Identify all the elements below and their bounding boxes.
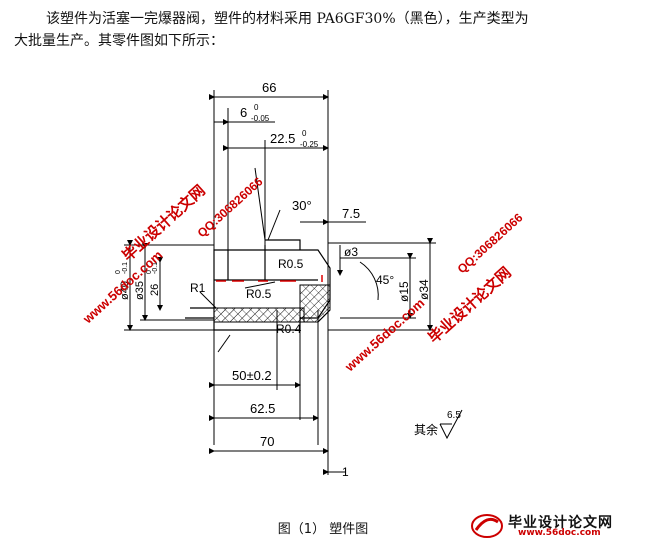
brand-logo: 毕业设计论文网 www.56doc.com xyxy=(470,510,640,542)
dim-50: 50±0.2 xyxy=(232,368,272,383)
diameter-dims-right xyxy=(328,238,436,331)
dim-45-deg: 45° xyxy=(376,273,394,287)
dim-phi26-tol-low: -0.1 xyxy=(152,262,159,274)
dim-6-tol-low: -0.05 xyxy=(251,114,270,123)
figure-caption: 图（1） 塑件图 xyxy=(277,522,369,537)
section-hatch xyxy=(213,284,331,323)
intro-line-2: 大批量生产。其零件图如下所示： xyxy=(14,33,224,49)
brand-emblem-icon xyxy=(471,514,503,538)
dim-7-5: 7.5 xyxy=(342,206,360,221)
intro-line-1: 该塑件为活塞一完爆器阀，塑件的材料采用 PA6GF30%（黑色），生产类型为 xyxy=(46,11,529,27)
dim-r0-4: R0.4 xyxy=(276,322,302,336)
dim-phi26-tol-up: 0 xyxy=(146,270,153,274)
dim-phi40-tol-low: -0.1 xyxy=(122,262,129,274)
surface-value: 6.5 xyxy=(447,410,461,421)
diameter-dims-left xyxy=(124,240,214,331)
dim-phi26: 26 xyxy=(149,284,161,296)
roughness-symbol-icon xyxy=(439,409,463,440)
watermark-qq-1: QQ:306826066 xyxy=(195,174,266,240)
dim-62-5: 62.5 xyxy=(250,401,275,416)
dim-70: 70 xyxy=(260,434,274,449)
dim-1: 1 xyxy=(342,465,349,479)
dim-6-tol-up: 0 xyxy=(254,103,259,112)
watermark-site-name-1: 毕业设计论文网 xyxy=(119,181,209,265)
dimension-lines xyxy=(209,94,366,475)
leader-lines xyxy=(199,167,281,353)
dim-phi34: ø34 xyxy=(417,279,431,300)
dim-22-5: 22.5 xyxy=(270,131,295,146)
dim-phi15: ø15 xyxy=(397,281,411,302)
dim-30-deg: 30° xyxy=(292,198,312,213)
dim-phi35: ø35 xyxy=(134,281,146,300)
brand-url: www.56doc.com xyxy=(518,528,601,538)
dim-phi3: ø3 xyxy=(344,245,358,259)
watermark-url-2: www.56doc.com xyxy=(341,295,427,375)
brand-title: 毕业设计论文网 xyxy=(508,515,613,531)
dim-r0-5-mid: R0.5 xyxy=(246,287,272,301)
dim-r0-5-top: R0.5 xyxy=(278,257,304,271)
dim-22-5-tol-up: 0 xyxy=(302,129,307,138)
watermark-qq-2: QQ:306826066 xyxy=(455,210,526,276)
dim-phi40: ø40 xyxy=(119,281,131,300)
dim-r1: R1 xyxy=(190,281,206,295)
dim-66: 66 xyxy=(262,80,276,95)
dim-6: 6 xyxy=(240,105,247,120)
red-marks xyxy=(216,275,323,282)
surface-label: 其余 xyxy=(414,422,438,437)
watermark-site-name-2: 毕业设计论文网 xyxy=(425,263,515,347)
dim-phi40-tol-up: 0 xyxy=(115,270,122,274)
dim-22-5-tol-low: -0.25 xyxy=(300,140,319,149)
intro-paragraph: 该塑件为活塞一完爆器阀，塑件的材料采用 PA6GF30%（黑色），生产类型为 大… xyxy=(14,8,634,52)
